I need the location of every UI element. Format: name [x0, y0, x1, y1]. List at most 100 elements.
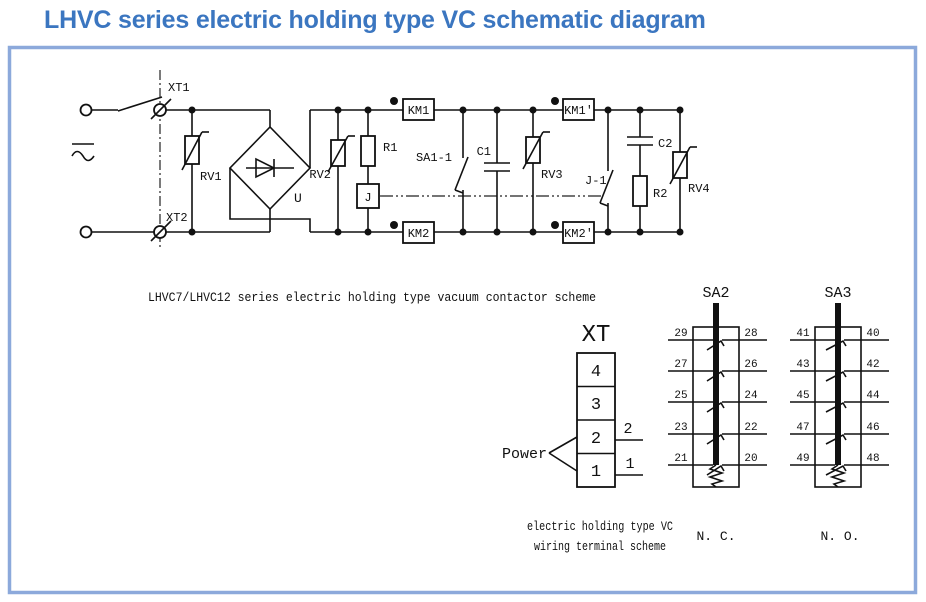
km1-prime-polarity-dot — [551, 97, 559, 105]
power-bracket-upper — [548, 436, 578, 454]
bridge-rectifier-u: U — [228, 110, 312, 232]
sa3-contact-stack: SA3 41 43 45 47 49 40 42 44 46 48 — [790, 285, 889, 544]
capacitor-c2: C2 — [627, 110, 672, 151]
km2-prime-polarity-dot — [551, 221, 559, 229]
terminal-xt2: XT2 — [150, 211, 188, 242]
sa2-left-29: 29 — [674, 328, 687, 340]
label-r2: R2 — [653, 187, 667, 201]
xt-block-title: XT — [582, 322, 611, 349]
power-label: Power — [502, 446, 547, 463]
xt2-slash — [150, 220, 172, 242]
varistor-rv1: RV1 — [181, 110, 222, 232]
label-r1: R1 — [383, 141, 397, 155]
relay-coil-j: J — [356, 166, 380, 232]
label-km2: KM2 — [408, 227, 430, 241]
main-switch — [92, 96, 271, 127]
sa3-right-48: 48 — [866, 453, 879, 465]
label-km1-prime: KM1' — [564, 104, 593, 118]
sa3-right-46: 46 — [866, 422, 879, 434]
sa2-right-22: 22 — [744, 422, 757, 434]
sa2-left-25: 25 — [674, 390, 687, 402]
label-rv3: RV3 — [541, 168, 563, 182]
tap-label-1: 1 — [625, 456, 634, 473]
contactor-coil-km2-prime: KM2' — [551, 221, 595, 244]
sa3-title: SA3 — [824, 285, 851, 302]
xt-cell-3: 3 — [591, 396, 601, 415]
sa3-spring-icon — [829, 464, 847, 488]
label-km1: KM1 — [408, 104, 430, 118]
sa2-title: SA2 — [702, 285, 729, 302]
sa2-terminal-numbers: 29 27 25 23 21 28 26 24 22 20 — [674, 328, 758, 465]
xt-caption-line1: electric holding type VC — [527, 519, 673, 534]
sa2-plunger-bar — [713, 303, 719, 465]
sa3-rows — [790, 339, 889, 476]
xt-cell-1: 1 — [591, 463, 601, 482]
sa2-left-21: 21 — [674, 453, 688, 465]
j-1-blade — [599, 169, 614, 204]
terminal-xt1: XT1 — [150, 81, 190, 120]
sa3-right-40: 40 — [866, 328, 879, 340]
diode-icon — [255, 157, 276, 179]
sa3-left-43: 43 — [796, 359, 809, 371]
label-j: J — [364, 191, 371, 205]
contactor-coil-km1: KM1 — [390, 97, 435, 121]
junction-dots — [188, 106, 684, 236]
tap-label-2: 2 — [623, 421, 632, 438]
xt1-slash — [150, 98, 172, 120]
sa2-right-28: 28 — [744, 328, 757, 340]
km2-polarity-dot — [390, 221, 398, 229]
sa3-left-47: 47 — [796, 422, 809, 434]
varistor-rv3: RV3 — [522, 110, 563, 232]
switch-blade — [117, 96, 163, 112]
sa2-left-27: 27 — [674, 359, 687, 371]
km1-polarity-dot — [390, 97, 398, 105]
sa2-left-23: 23 — [674, 422, 687, 434]
varistor-rv2: RV2 — [309, 110, 355, 232]
varistor-rv4: RV4 — [669, 110, 710, 232]
label-c1: C1 — [477, 145, 491, 159]
label-km2-prime: KM2' — [564, 227, 593, 241]
ac-tilde-icon — [71, 150, 95, 162]
sa3-right-44: 44 — [866, 390, 880, 402]
label-rv1: RV1 — [200, 170, 222, 184]
circuit-caption: LHVC7/LHVC12 series electric holding typ… — [148, 290, 596, 305]
sa2-caption: N. C. — [696, 529, 735, 544]
xt-cell-4: 4 — [591, 363, 601, 382]
ac-source — [71, 103, 95, 239]
sa2-right-24: 24 — [744, 390, 758, 402]
sa3-plunger-bar — [835, 303, 841, 465]
label-rv2: RV2 — [309, 168, 331, 182]
power-bracket-lower — [548, 452, 578, 472]
capacitor-c1: C1 — [477, 110, 510, 232]
main-circuit: XT1 XT2 RV1 U — [71, 70, 710, 305]
xt-terminal-block: XT 4 3 2 1 Power 2 1 electric holding ty… — [502, 322, 673, 554]
sa3-left-45: 45 — [796, 390, 809, 402]
label-rv4: RV4 — [688, 182, 710, 196]
sa2-contact-stack: SA2 29 27 25 23 21 28 26 24 22 20 — [668, 285, 767, 544]
sa3-caption: N. O. — [820, 529, 859, 544]
contactor-coil-km2: KM2 — [390, 221, 435, 244]
sa3-right-42: 42 — [866, 359, 879, 371]
contactor-coil-km1-prime: KM1' — [551, 97, 595, 121]
sa2-right-20: 20 — [744, 453, 757, 465]
source-terminal-bottom — [79, 225, 93, 239]
sa3-left-41: 41 — [796, 328, 810, 340]
source-terminal-top — [79, 103, 93, 117]
sa2-right-26: 26 — [744, 359, 757, 371]
sa3-left-49: 49 — [796, 453, 809, 465]
xt-caption-line2: wiring terminal scheme — [534, 539, 666, 554]
xt-cell-2: 2 — [591, 430, 601, 449]
sa1-1-blade — [454, 156, 469, 191]
resistor-r1: R1 — [360, 110, 397, 167]
sa2-spring-icon — [707, 464, 725, 488]
page-title: LHVC series electric holding type VC sch… — [44, 6, 706, 34]
label-c2: C2 — [658, 137, 672, 151]
resistor-r2: R2 — [632, 145, 667, 232]
label-u: U — [294, 191, 302, 206]
contact-sa1-1: SA1-1 — [416, 110, 469, 232]
sa2-rows — [668, 339, 767, 476]
contact-j-1: J-1 — [585, 110, 614, 232]
sa3-terminal-numbers: 41 43 45 47 49 40 42 44 46 48 — [796, 328, 880, 465]
label-j-1: J-1 — [585, 174, 607, 188]
